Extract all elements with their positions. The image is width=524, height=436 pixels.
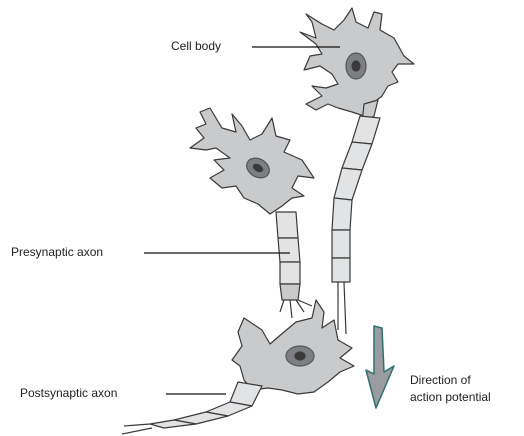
postsynaptic-axon-label: Postsynaptic axon — [20, 386, 117, 400]
middle-neuron-axon-segment — [280, 284, 300, 300]
bottom-neuron-myelin — [150, 382, 262, 428]
bottom-neuron-axon-tail — [122, 424, 152, 434]
direction-arrow-shape — [366, 326, 394, 408]
top-neuron-myelin — [332, 116, 380, 282]
top-neuron — [300, 8, 414, 334]
top-neuron-axon-tail — [338, 282, 346, 334]
direction-label-line2: action potential — [410, 389, 491, 406]
middle-neuron-myelin — [276, 212, 300, 284]
middle-neuron-axon-terminals — [280, 300, 312, 318]
presynaptic-axon-label: Presynaptic axon — [11, 245, 103, 259]
cell-body-label: Cell body — [171, 39, 221, 53]
top-neuron-nucleolus — [352, 61, 360, 71]
direction-label: Direction of action potential — [410, 372, 491, 406]
middle-neuron — [190, 108, 314, 318]
direction-label-line1: Direction of — [410, 372, 491, 389]
bottom-neuron — [122, 300, 354, 434]
direction-arrow — [366, 326, 394, 408]
bottom-neuron-nucleolus — [295, 352, 305, 360]
